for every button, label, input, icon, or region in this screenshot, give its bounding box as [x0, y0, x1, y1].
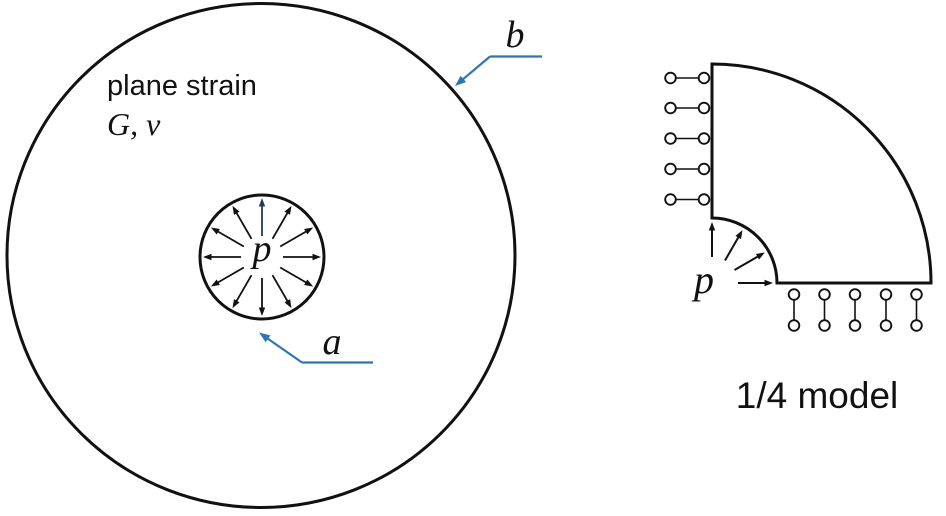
- left-edge-rollers: [664, 71, 711, 206]
- roller: [787, 288, 801, 332]
- pressure-arrow: [279, 227, 314, 248]
- quarter-annulus-outline: [710, 62, 933, 285]
- outer-radius-symbol: b: [506, 14, 525, 56]
- plane-strain-label: plane strain: [107, 70, 257, 102]
- pressure-symbol-quarter: p: [691, 257, 714, 302]
- pressure-arrow: [258, 198, 266, 236]
- full-model-figure: plane strain G, ν p a b: [5, 2, 542, 509]
- pressure-arrow: [279, 266, 314, 287]
- roller: [848, 288, 862, 332]
- roller: [664, 193, 711, 206]
- pressure-arrow: [258, 278, 266, 316]
- roller: [818, 288, 831, 332]
- pressure-arrow: [734, 252, 765, 271]
- pressure-arrow: [708, 222, 716, 257]
- quarter-model-figure: p 1/4 model: [664, 62, 933, 416]
- leader-arrowhead: [455, 55, 491, 86]
- pressure-symbol: p: [250, 228, 272, 270]
- inner-radius-leader: [259, 332, 373, 364]
- pressure-arrow: [283, 253, 321, 261]
- roller: [664, 162, 711, 176]
- roller: [664, 101, 711, 115]
- internal-pressure-arrows: [203, 198, 321, 316]
- pressure-arrow: [724, 230, 743, 261]
- quarter-pressure-arrows: [708, 222, 773, 287]
- inner-bore-circle: [198, 193, 326, 321]
- outer-radius-leader: [455, 55, 542, 86]
- leader-arrowhead: [259, 332, 303, 364]
- material-properties-label: G, ν: [107, 106, 161, 142]
- roller: [664, 132, 711, 145]
- quarter-model-caption: 1/4 model: [736, 375, 899, 416]
- pressure-arrow: [232, 205, 253, 240]
- inner-radius-symbol: a: [323, 321, 342, 363]
- bottom-edge-rollers: [787, 288, 923, 332]
- pressure-arrow: [271, 274, 292, 309]
- roller: [910, 288, 923, 332]
- pressure-arrow: [210, 266, 245, 287]
- roller: [879, 288, 893, 332]
- pressure-arrow: [271, 205, 292, 240]
- outer-circle: [5, 2, 517, 509]
- pressure-arrow: [203, 253, 241, 261]
- pressure-arrow: [232, 274, 253, 309]
- roller: [664, 71, 711, 85]
- pressure-arrow: [210, 227, 245, 248]
- pressure-arrow: [738, 279, 773, 287]
